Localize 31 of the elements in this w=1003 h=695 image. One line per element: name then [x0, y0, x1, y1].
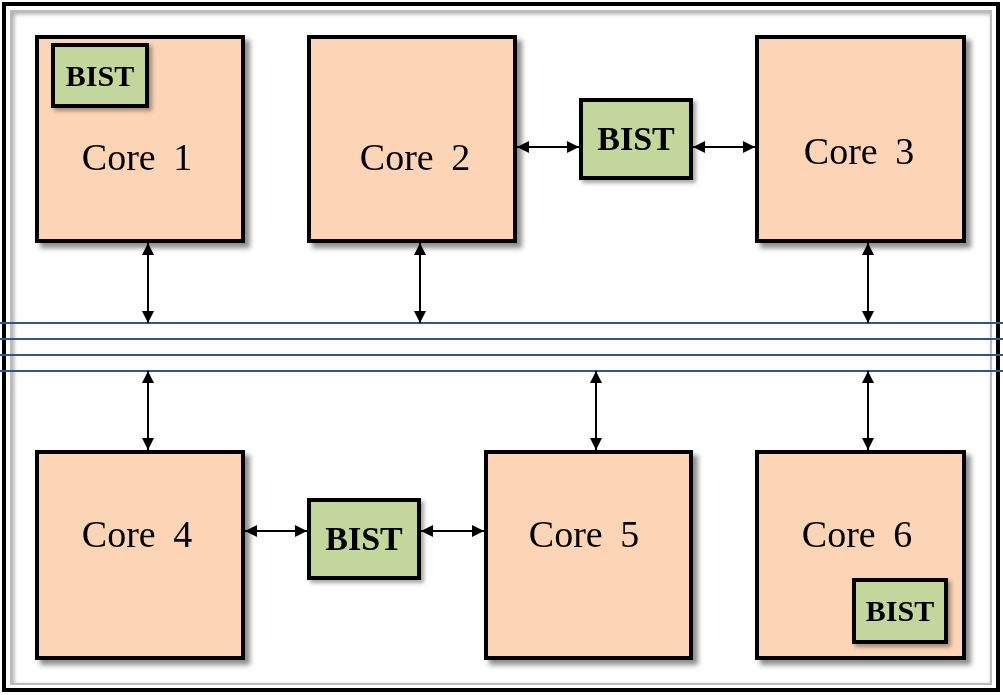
- core-block: [35, 35, 245, 243]
- core-label: Core 4: [81, 515, 193, 553]
- core-block: [755, 35, 966, 243]
- bist-label: BIST: [325, 522, 403, 556]
- bist-block: [51, 43, 149, 108]
- arrow: [590, 370, 602, 451]
- core-label: Core 1: [81, 138, 193, 176]
- bus-lines: [0, 321, 1003, 373]
- arrow: [862, 242, 874, 324]
- core-block: [484, 450, 693, 660]
- arrow: [244, 525, 308, 537]
- core-label: Core 6: [801, 515, 913, 553]
- arrow: [142, 242, 154, 324]
- arrow: [414, 242, 426, 324]
- core-block: [307, 35, 517, 243]
- bist-label: BIST: [597, 122, 675, 156]
- arrow: [142, 370, 154, 451]
- arrow: [420, 525, 485, 537]
- bist-label: BIST: [65, 60, 135, 91]
- arrow: [692, 141, 756, 153]
- bist-block: [852, 578, 948, 644]
- bist-block: [579, 98, 693, 180]
- arrow: [862, 370, 874, 451]
- core-label: Core 2: [359, 138, 471, 176]
- core-block: [35, 450, 245, 660]
- bist-block: [307, 498, 421, 580]
- core-block: [755, 450, 966, 660]
- arrow: [516, 141, 580, 153]
- core-label: Core 5: [528, 515, 640, 553]
- bist-label: BIST: [865, 596, 935, 626]
- core-label: Core 3: [803, 132, 915, 170]
